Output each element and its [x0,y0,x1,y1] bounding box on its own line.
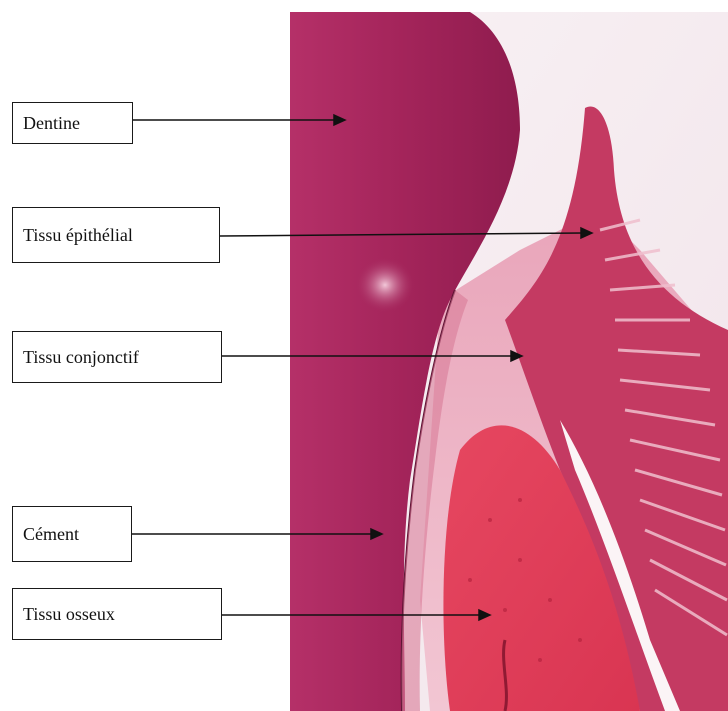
dentine-pale-spot [355,257,415,313]
label-cement-text: Cément [23,524,79,545]
label-osseux-text: Tissu osseux [23,604,115,625]
label-conjonctif: Tissu conjonctif [12,331,222,383]
label-dentine: Dentine [12,102,133,144]
label-conjonctif-text: Tissu conjonctif [23,347,139,368]
label-dentine-text: Dentine [23,113,80,134]
label-epithelial-text: Tissu épithélial [23,225,133,246]
label-osseux: Tissu osseux [12,588,222,640]
label-cement: Cément [12,506,132,562]
label-epithelial: Tissu épithélial [12,207,220,263]
